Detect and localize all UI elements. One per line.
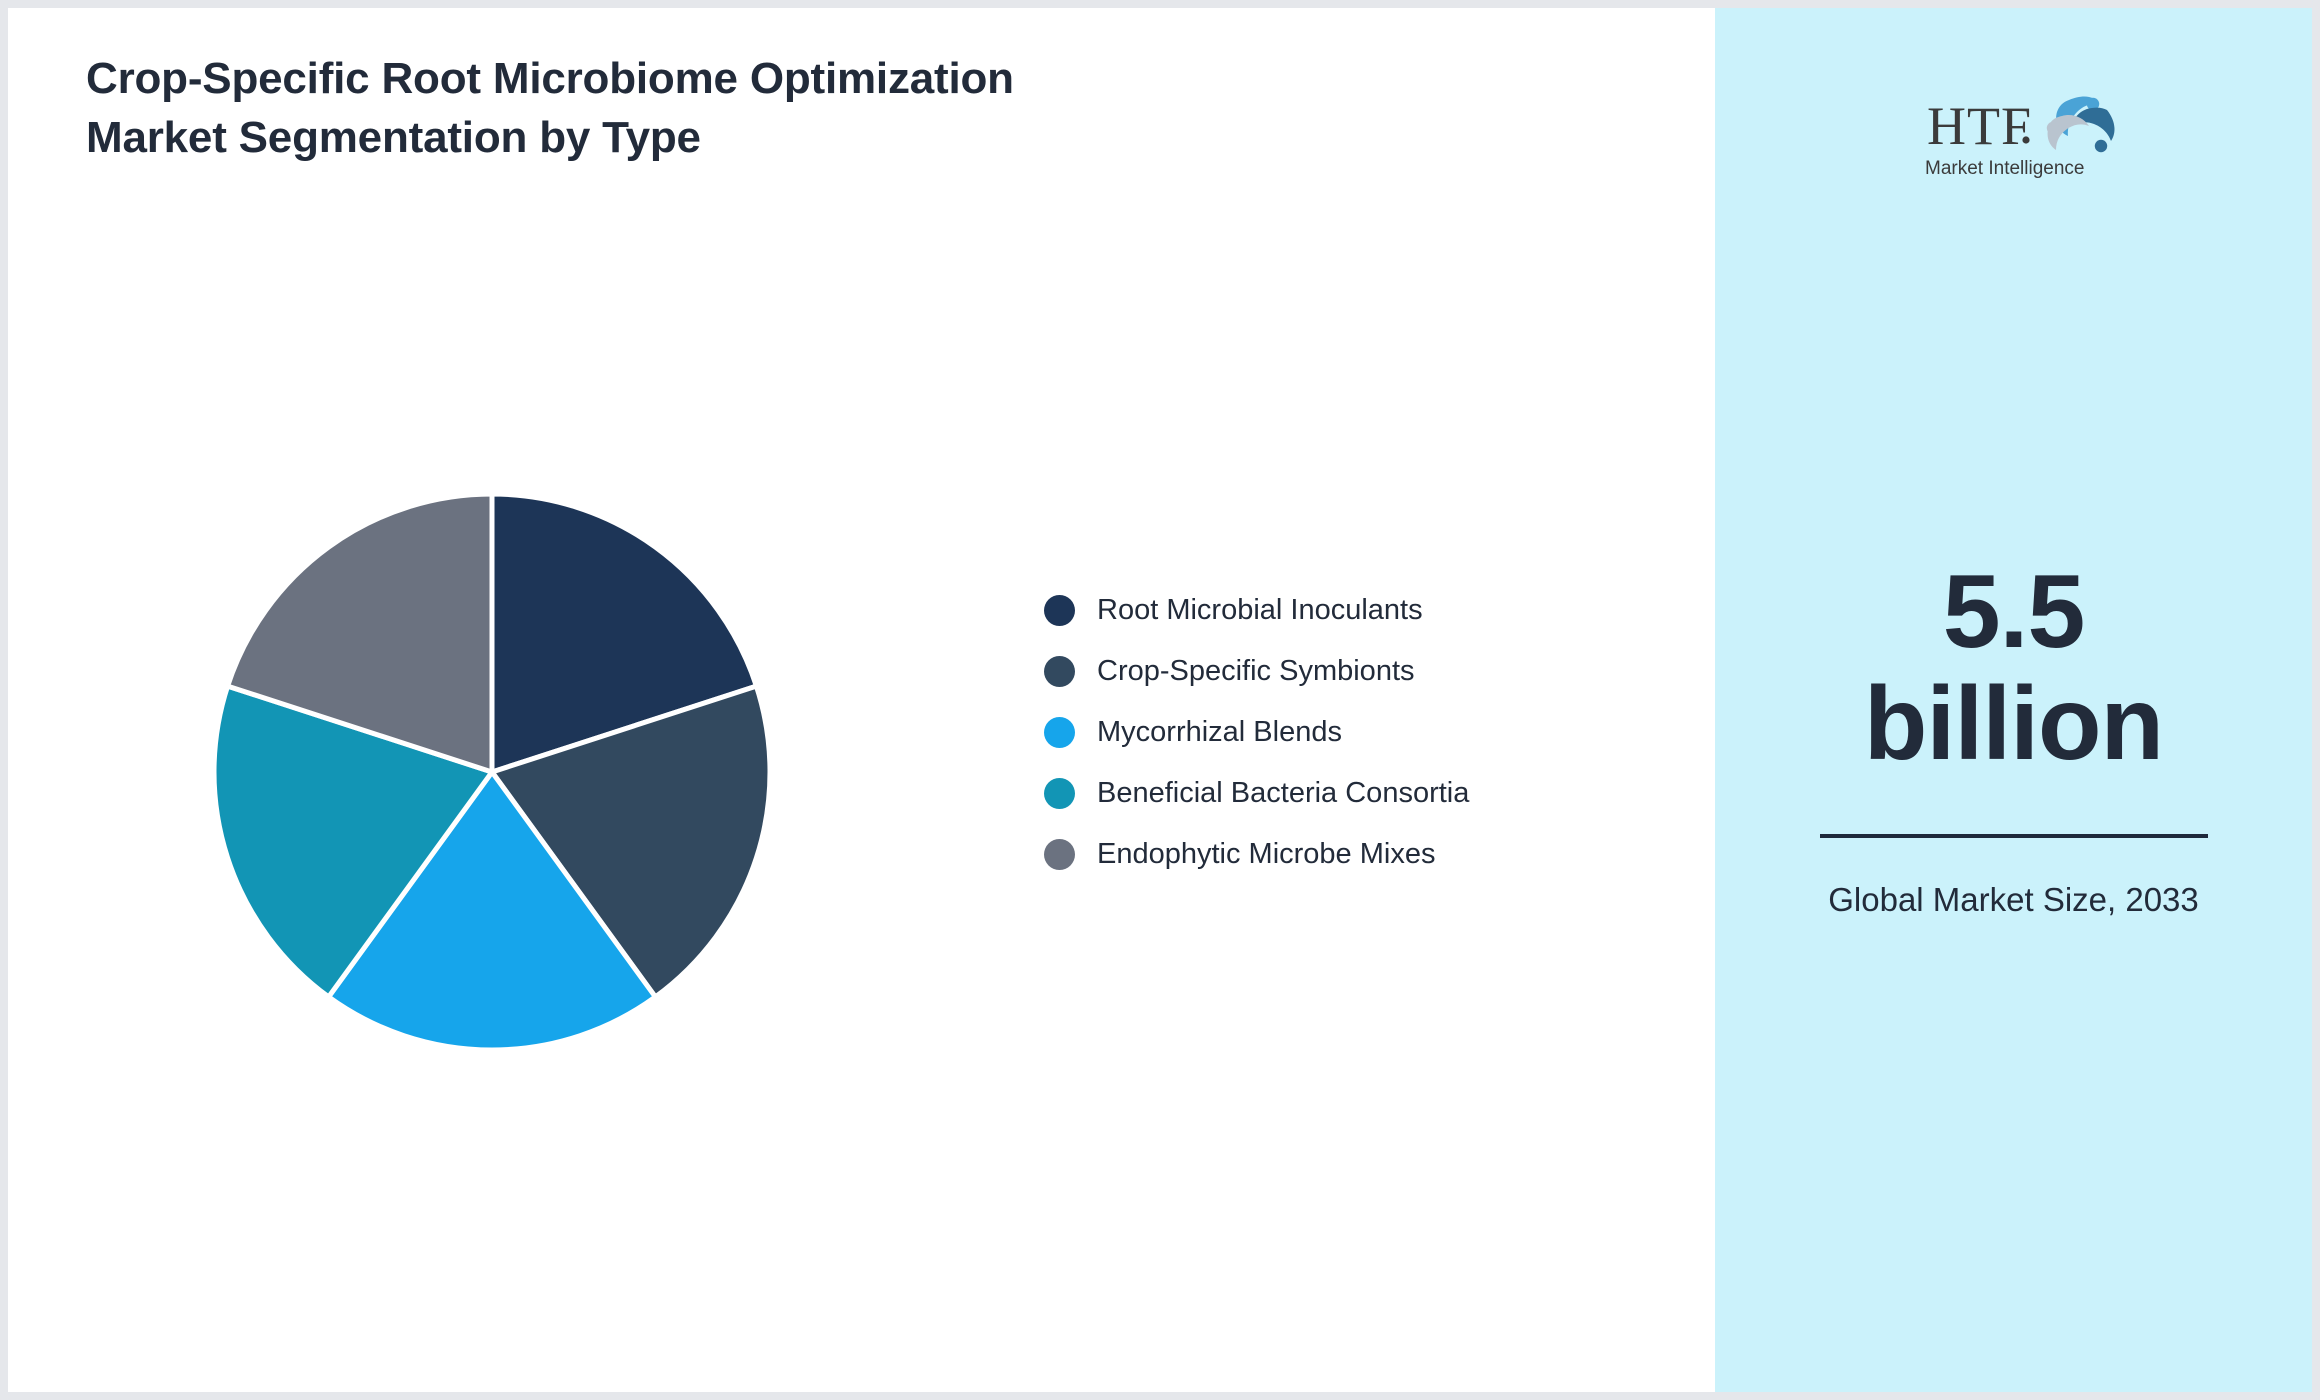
legend-item[interactable]: Endophytic Microbe Mixes: [1044, 837, 1469, 871]
pie-slice[interactable]: Endophytic Microbe Mixes: 20%: [225, 494, 495, 775]
htf-market-intelligence-logo-icon: HTF Market Intelligence: [1925, 96, 2114, 179]
svg-text:Market Intelligence: Market Intelligence: [1925, 158, 2084, 179]
stat-panel: HTF Market Intelligence: [1715, 8, 2312, 1392]
svg-text:HTF: HTF: [1927, 96, 2032, 156]
infographic-card: Crop-Specific Root Microbiome Optimizati…: [8, 8, 2312, 1392]
pie-chart: Root Microbial Inoculants: 20%Crop-Speci…: [214, 494, 770, 1050]
pie-chart-svg: Root Microbial Inoculants: 20%Crop-Speci…: [214, 494, 770, 1050]
legend-swatch-icon: [1044, 838, 1075, 870]
pie-slice[interactable]: Crop-Specific Symbionts: 20%: [489, 683, 770, 1000]
legend-item-label: Mycorrhizal Blends: [1097, 715, 1342, 748]
chart-legend: Root Microbial Inoculants Crop-Specific …: [1044, 593, 1469, 871]
stat-divider: [1819, 834, 2208, 838]
legend-item[interactable]: Crop-Specific Symbionts: [1044, 654, 1469, 688]
legend-item-label: Beneficial Bacteria Consortia: [1097, 776, 1470, 809]
pie-slice[interactable]: Beneficial Bacteria Consortia: 20%: [214, 683, 495, 1000]
brand-logo: HTF Market Intelligence: [1889, 86, 2139, 181]
legend-item[interactable]: Root Microbial Inoculants: [1044, 593, 1469, 627]
legend-item-label: Crop-Specific Symbionts: [1097, 654, 1415, 687]
legend-item[interactable]: Mycorrhizal Blends: [1044, 715, 1469, 749]
chart-panel: Crop-Specific Root Microbiome Optimizati…: [8, 8, 1715, 1392]
stat-caption: Global Market Size, 2033: [1828, 881, 2199, 918]
legend-swatch-icon: [1044, 716, 1075, 748]
legend-swatch-icon: [1044, 594, 1075, 626]
pie-slice[interactable]: Root Microbial Inoculants: 20%: [489, 494, 759, 775]
legend-item[interactable]: Beneficial Bacteria Consortia: [1044, 776, 1469, 810]
stat-value: 5.5 billion: [1863, 554, 2164, 783]
legend-swatch-icon: [1044, 655, 1075, 687]
page-title: Crop-Specific Root Microbiome Optimizati…: [86, 54, 1014, 162]
legend-item-label: Root Microbial Inoculants: [1097, 593, 1423, 626]
legend-item-label: Endophytic Microbe Mixes: [1097, 837, 1436, 870]
legend-swatch-icon: [1044, 777, 1075, 809]
pie-slice[interactable]: Mycorrhizal Blends: 20%: [326, 769, 658, 1050]
